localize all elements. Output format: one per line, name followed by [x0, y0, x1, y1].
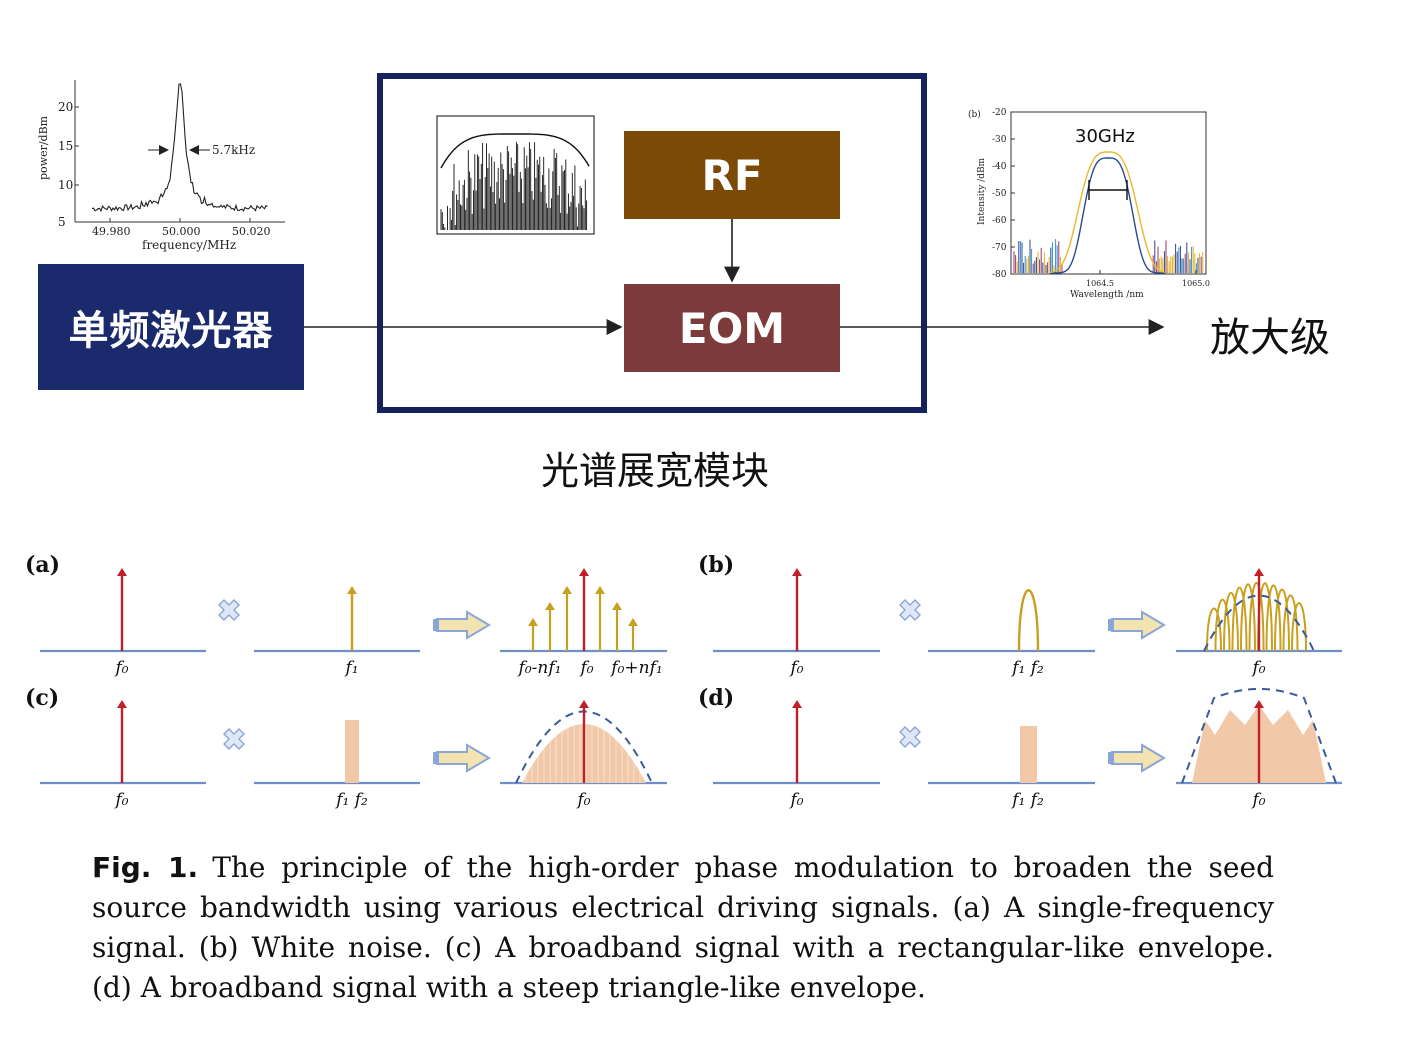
panel-d-label: (d) [698, 685, 735, 711]
carrier-label-a: f₀ [113, 658, 128, 678]
broadened-hump [1240, 583, 1256, 652]
linewidth-trace [91, 83, 268, 213]
sideband-line [528, 618, 538, 651]
sideband-low-label: f₀-nf₁ [517, 658, 562, 678]
multiply-icon [223, 728, 245, 750]
block-diagram-canvas: 20 15 10 5 49.980 50.000 50.020 power/dBm fre… [37, 80, 1210, 335]
inset-tag: (b) [968, 109, 981, 120]
panel-a-label: (a) [25, 552, 61, 578]
sideband-line [595, 586, 605, 651]
broadened-hump [1231, 586, 1248, 652]
linewidth-ylabel: power/dBm [37, 115, 50, 180]
linewidth-xtick: 49.980 [92, 225, 131, 238]
spectrum-xlabel: Wavelength /nm [1070, 290, 1144, 300]
laser-label: 单频激光器 [68, 308, 274, 354]
linewidth-xtick: 50.000 [162, 225, 201, 238]
carrier-line [117, 568, 127, 651]
carrier-line [579, 700, 589, 783]
eom-label: EOM [678, 303, 786, 353]
inset-linewidth-plot: 20 15 10 5 49.980 50.000 50.020 power/dBm fre… [37, 80, 285, 252]
broadened-hump [1291, 602, 1307, 652]
spectrum-ytick: -70 [992, 243, 1007, 253]
broadened-spectrum-lines [440, 141, 588, 230]
spectrum-xtick: 1065.0 [1182, 279, 1210, 288]
result-arrow-icon [1108, 743, 1166, 773]
signal-label-a: f₁ [343, 658, 358, 678]
sideband-line [612, 602, 622, 651]
spectral-broadening-module-frame [377, 73, 927, 413]
linewidth-ytick: 5 [58, 215, 66, 229]
carrier-line [117, 700, 127, 783]
broadened-hump [1274, 588, 1290, 652]
multiply-icon [899, 599, 921, 621]
multiply-icon [218, 599, 240, 621]
carrier-line [792, 568, 802, 651]
broadened-hump [1223, 591, 1239, 652]
single-frequency-laser-box: 单频激光器 [38, 264, 304, 390]
spectrum-ytick: -80 [992, 270, 1007, 280]
broadened-hump [1248, 581, 1265, 652]
result-carrier-label-a: f₀ [578, 658, 593, 678]
spectrum-ytick: -20 [992, 108, 1007, 118]
signal-line [347, 586, 357, 651]
sideband-line [628, 618, 638, 651]
panel-b-label: (b) [698, 552, 735, 578]
carrier-line [1254, 700, 1264, 783]
noise-band [1017, 589, 1040, 652]
spectrum-ylabel: Intensity /dBm [977, 157, 987, 225]
carrier-label-c: f₀ [113, 790, 128, 810]
rf-label: RF [701, 150, 763, 200]
triangle-band [1020, 726, 1037, 783]
linewidth-ytick: 10 [58, 178, 73, 192]
signal-label-b: f₁ f₂ [1010, 658, 1044, 678]
modulation-panels-canvas: f₀ f₁ f₀-nf₁ f₀ f₀+nf₁ f₀ f₁ f₂ f₀ f₀ f₁ f₂ f₀ f₀ f₁… [40, 568, 1342, 810]
result-carrier-label-c: f₀ [575, 790, 590, 810]
result-arrow-icon [433, 610, 491, 640]
caption-text: The principle of the high-order phase mo… [92, 851, 1274, 1004]
rf-box: RF [624, 131, 840, 219]
broadened-hump [1206, 607, 1222, 652]
spectrum-ytick: -30 [992, 135, 1007, 145]
inset-broadened-spectrum [436, 115, 595, 235]
inset-30ghz-plot: -20 -30 -40 -50 -60 -70 -80 1064.5 1065.0 30GHz… [968, 108, 1210, 300]
linewidth-xtick: 50.020 [232, 225, 271, 238]
result-carrier-label-d: f₀ [1250, 790, 1265, 810]
result-arrow-icon [1108, 610, 1166, 640]
eom-box: EOM [624, 284, 840, 372]
result-carrier-label-b: f₀ [1250, 658, 1265, 678]
signal-label-c: f₁ f₂ [334, 790, 368, 810]
sideband-line [562, 586, 572, 651]
panel-c-label: (c) [25, 685, 60, 711]
sideband-line [545, 602, 555, 651]
result-arrow-icon [433, 743, 491, 773]
spectrum-xtick: 1064.5 [1086, 279, 1114, 288]
multiply-icon [899, 726, 921, 748]
broadened-hump [1265, 584, 1282, 652]
spectrum-ytick: -50 [992, 189, 1007, 199]
linewidth-ytick: 20 [58, 100, 73, 114]
carrier-line [792, 700, 802, 783]
linewidth-ytick: 15 [58, 139, 73, 153]
amplifier-label: 放大级 [1210, 315, 1330, 361]
caption-fig-number: Fig. 1. [92, 851, 199, 884]
figure-caption: Fig. 1.The principle of the high-order p… [92, 848, 1274, 1008]
linewidth-xlabel: frequency/MHz [142, 238, 236, 252]
bandwidth-annotation: 30GHz [1075, 126, 1135, 147]
module-label: 光谱展宽模块 [540, 449, 769, 493]
signal-label-d: f₁ f₂ [1010, 790, 1044, 810]
rect-band [345, 720, 359, 783]
carrier-label-b: f₀ [788, 658, 803, 678]
spectrum-ytick: -40 [992, 162, 1007, 172]
linewidth-annotation: 5.7kHz [212, 143, 255, 157]
carrier-label-d: f₀ [788, 790, 803, 810]
carrier-line [1254, 568, 1264, 651]
spectrum-ytick: -60 [992, 216, 1007, 226]
sideband-high-label: f₀+nf₁ [609, 658, 662, 678]
carrier-line [579, 568, 589, 651]
broadened-hump [1214, 598, 1231, 652]
broadened-hump [1282, 594, 1299, 652]
